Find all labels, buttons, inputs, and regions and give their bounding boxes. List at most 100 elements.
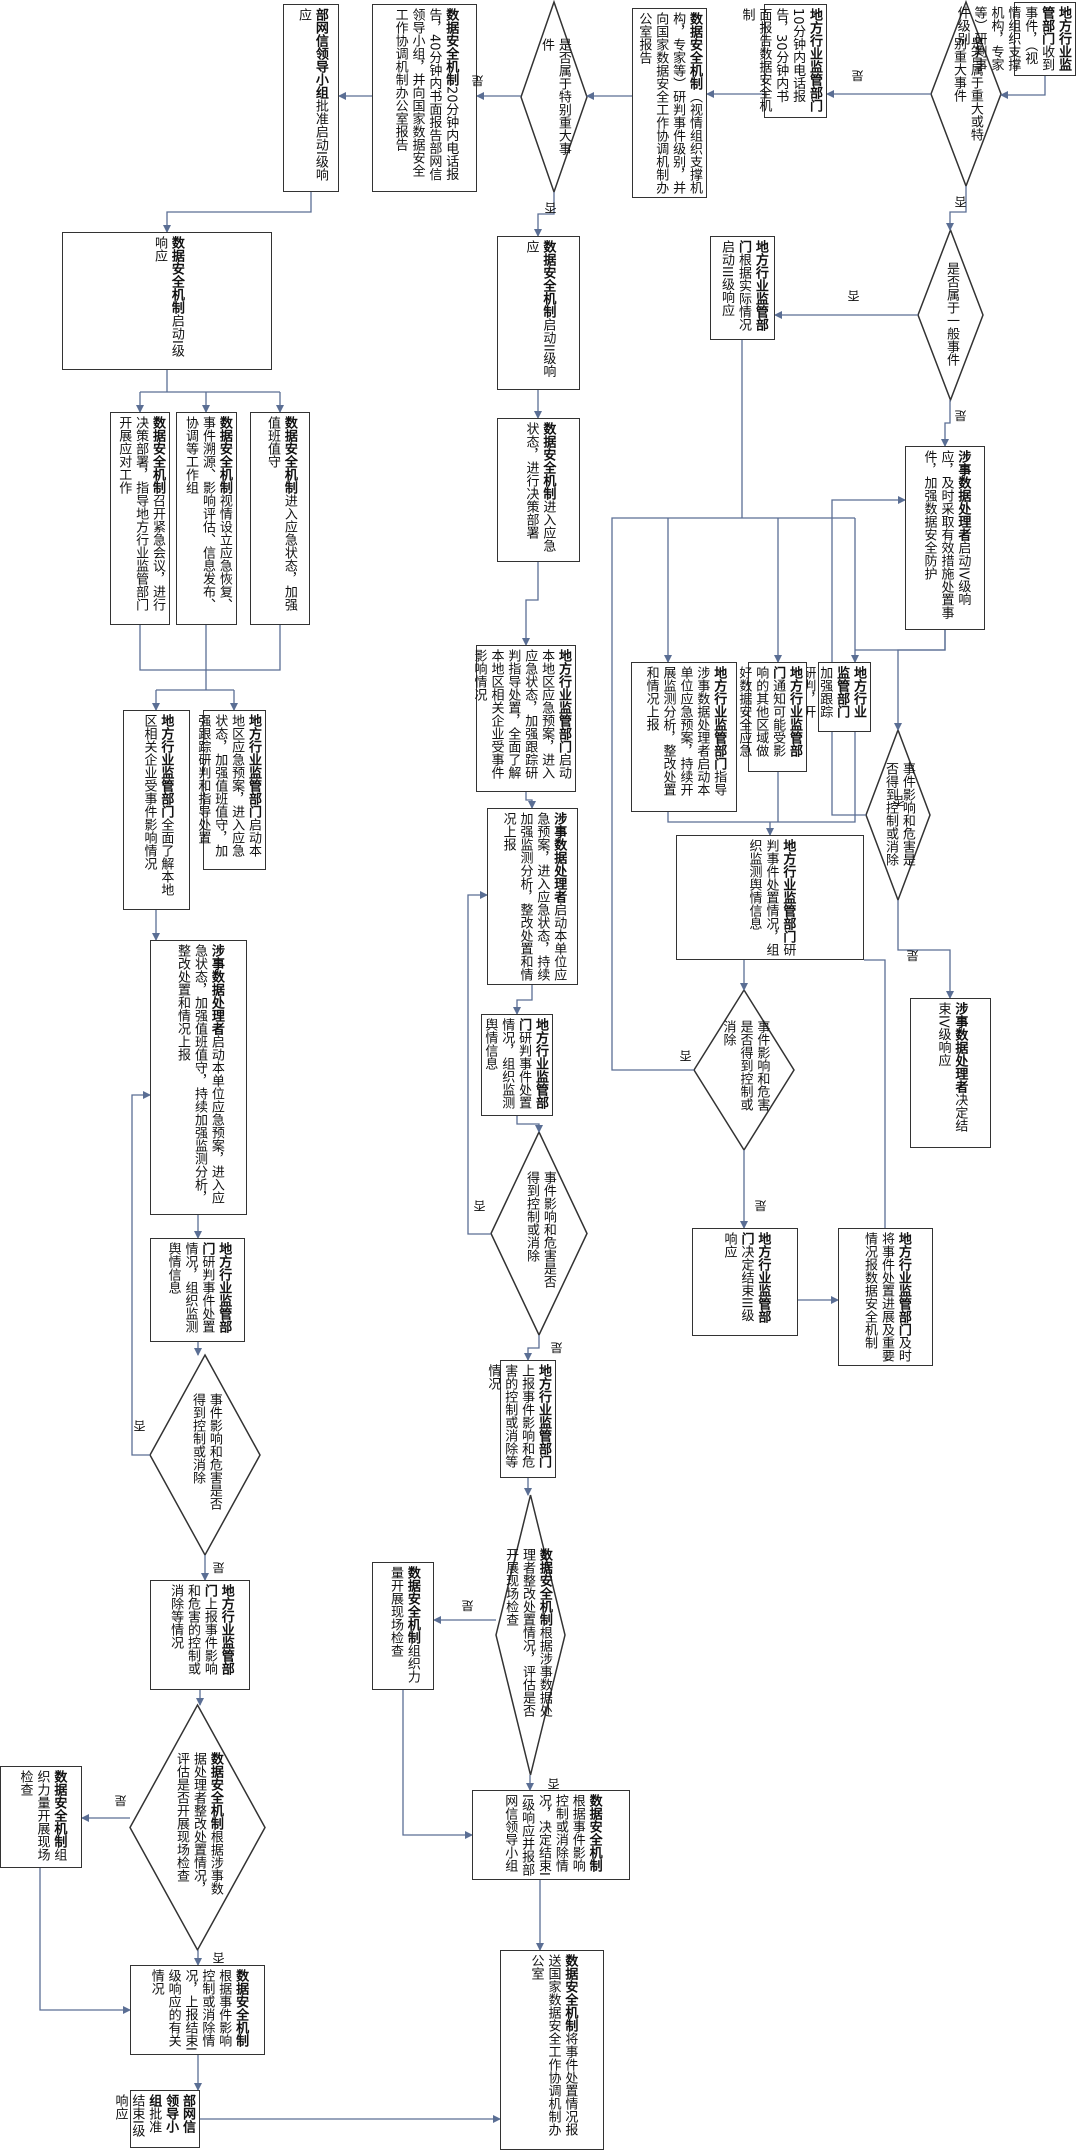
node-action-n30: 决定结束IV级响应 — [935, 1002, 968, 1132]
edge-label-yes: 是 — [461, 1600, 475, 1612]
node-label-n10: 地方行业监管部门研判事件处置情况，组织监测舆情信息 — [164, 1242, 232, 1338]
node-actor-n6: 数据安全机制 — [168, 236, 184, 314]
edge-label-yes: 是 — [906, 950, 920, 962]
edge-n25-bus — [855, 630, 946, 651]
process-box-n10: 地方行业监管部门研判事件处置情况，组织监测舆情信息 — [150, 1238, 245, 1342]
node-actor-n12: 数据安全机制 — [51, 1770, 67, 1848]
node-label-n7a: 数据安全机制进入应急状态，加强值班值守 — [263, 416, 297, 621]
node-label-n3: 数据安全机制（视情组织支撑机构，专家等）研判事件级别，并向国家数据安全工作协调机… — [636, 12, 702, 194]
node-label-n14: 部网信领导小组批准结束I级响应 — [112, 2094, 195, 2144]
process-box-n12: 数据安全机制组织力量开展现场检查 — [0, 1766, 82, 1868]
process-box-n2: 地方行业监管部门10分钟内电话报告，30分钟内书面报告数据安全机制 — [739, 4, 827, 118]
process-box-n3: 数据安全机制（视情组织支撑机构，专家等）研判事件级别，并向国家数据安全工作协调机… — [632, 8, 707, 198]
edge-d5-loop — [467, 891, 491, 1235]
node-actor-n14: 部网信领导小组 — [146, 2094, 195, 2133]
process-box-n27: 地方行业监管部门研判事件处置情况，组织监测舆情信息 — [676, 835, 864, 960]
node-action-n3: （视情组织支撑机构，专家等）研判事件级别，并向国家数据安全工作协调机制办公室报告 — [636, 12, 702, 194]
node-actor-n9: 涉事数据处理者 — [208, 944, 224, 1035]
node-label-n26c: 地方行业监管部门指导涉事数据处理者启动本单位应急预案，持续开展监测分析，整改处置… — [642, 666, 727, 808]
process-box-n15: 数据安全机制启动II级响应 — [497, 236, 580, 390]
node-label-n15: 数据安全机制启动II级响应 — [522, 240, 556, 386]
process-box-n21: 数据安全机制组织力量开展现场检查 — [372, 1562, 434, 1690]
process-box-n23: 数据安全机制将事件处置情况报送国家数据安全工作协调机制办公室 — [500, 1950, 604, 2150]
node-label-n2: 地方行业监管部门10分钟内电话报告，30分钟内书面报告数据安全机制 — [739, 8, 822, 114]
process-box-n18: 涉事数据处理者启动本单位应急预案，进入应急状态，持续加强监测分析，整改处置和情况… — [487, 808, 578, 985]
edge-label-yes: 是 — [754, 1200, 768, 1212]
node-actor-n13: 数据安全机制 — [233, 1969, 249, 2047]
process-box-n24: 地方行业监管部门根据实际情况启动III级响应 — [710, 236, 775, 340]
node-actor-n23: 数据安全机制 — [562, 1954, 578, 2032]
node-action-n18: 启动本单位应急预案，进入应急状态，持续加强监测分析，整改处置和情况上报 — [500, 812, 567, 981]
edge-label-no: 否 — [133, 1420, 147, 1432]
node-actor-n28: 地方行业监管部门 — [738, 1232, 771, 1323]
edge-label-no: 否 — [544, 202, 558, 214]
decision-diamond-d6 — [495, 1494, 566, 1776]
node-actor-n18: 涉事数据处理者 — [551, 812, 567, 903]
node-actor-n1: 地方行业监管部门 — [1039, 6, 1071, 71]
node-action-n7b: 视情设立应急恢复、事件溯源、影响评估、信息发布、协调等工作组 — [183, 416, 232, 611]
node-action-n28: 决定结束III级响应 — [721, 1232, 754, 1322]
process-box-n14: 部网信领导小组批准结束I级响应 — [112, 2090, 200, 2148]
edge-n26-join — [667, 732, 856, 823]
node-action-n19: 研判事件处置情况，组织监测舆情信息 — [482, 1018, 532, 1109]
node-label-n13: 数据安全机制根据事件影响控制或消除情况，上报结束I级响应的有关情况 — [147, 1969, 248, 2051]
node-action-n4: 20分钟内电话报告，40分钟内书面报告部网信领导小组，并向国家数据安全工作协调机… — [392, 8, 459, 181]
process-box-n9: 涉事数据处理者启动本单位应急预案，进入应急状态，加强值班值守，持续加强监测分析，… — [150, 940, 247, 1215]
process-box-n7b: 数据安全机制视情设立应急恢复、事件溯源、影响评估、信息发布、协调等工作组 — [176, 412, 237, 625]
node-action-n22: 根据事件影响控制或消除情况，决定结束II级响应并报部网信领导小组 — [502, 1794, 585, 1876]
node-label-n12: 数据安全机制组织力量开展现场检查 — [16, 1770, 67, 1864]
node-actor-n21: 数据安全机制 — [404, 1566, 420, 1644]
edge-n12-n13 — [39, 1868, 131, 2014]
node-label-n4: 数据安全机制20分钟内电话报告，40分钟内书面报告部网信领导小组，并向国家数据安… — [391, 8, 459, 188]
node-label-n8a: 地方行业监管部门启动本地区应急预案，进入应急状态，加强值班值守，加强跟踪研判和指… — [195, 714, 261, 866]
edge-label-no: 否 — [847, 290, 861, 302]
node-action-n1: 收到事件，（视情组织支撑机构，专家等）研判事件级别 — [954, 6, 1055, 71]
node-label-n22: 数据安全机制根据事件影响控制或消除情况，决定结束II级响应并报部网信领导小组 — [500, 1794, 601, 1876]
node-actor-n5: 部网信领导小组 — [312, 8, 328, 99]
node-actor-n27: 地方行业监管部门 — [780, 839, 796, 943]
node-action-n16: 进入应急状态，进行决策部署 — [523, 422, 556, 552]
node-label-n7b: 数据安全机制视情设立应急恢复、事件溯源、影响评估、信息发布、协调等工作组 — [181, 416, 232, 621]
node-label-n17: 地方行业监管部门启动本地区应急预案，进入应急状态，加强跟踪研判指导处置，全面了解… — [472, 649, 571, 788]
node-label-n24: 地方行业监管部门根据实际情况启动III级响应 — [717, 240, 768, 336]
process-box-n26c: 地方行业监管部门指导涉事数据处理者启动本单位应急预案，持续开展监测分析，整改处置… — [631, 662, 737, 812]
node-actor-n24: 地方行业监管部门 — [735, 240, 768, 331]
edge-label-no: 否 — [954, 196, 968, 208]
node-actor-n8a: 地方行业监管部门 — [246, 714, 261, 818]
edge-n18-n19 — [513, 985, 533, 1015]
node-action-n21: 组织力量开展现场检查 — [388, 1566, 420, 1683]
process-box-n11: 地方行业监管部门上报事件影响和危害的控制或消除等情况 — [150, 1580, 250, 1690]
node-label-n30: 涉事数据处理者决定结束IV级响应 — [934, 1002, 968, 1144]
node-label-n29: 地方行业监管部门及时将事件处置进展及重要情况报数据安全机制 — [860, 1232, 911, 1362]
node-label-n21: 数据安全机制组织力量开展现场检查 — [386, 1566, 420, 1686]
edge-label-no: 否 — [212, 1952, 226, 1964]
process-box-n16: 数据安全机制进入应急状态，进行决策部署 — [497, 418, 580, 562]
node-label-n25: 涉事数据处理者启动IV级响应，及时采取有效措施处置事件，加强数据安全防护 — [920, 450, 971, 626]
node-action-n25: 启动IV级响应，及时采取有效措施处置事件，加强数据安全防护 — [921, 450, 971, 619]
decision-diamond-d3 — [149, 1353, 261, 1557]
node-label-n1: 地方行业监管部门收到事件，（视情组织支撑机构，专家等）研判事件级别 — [955, 6, 1071, 72]
edge-label-no: 否 — [547, 1778, 561, 1790]
edge-label-yes: 是 — [550, 1342, 564, 1354]
edge-label-no: 否 — [679, 1050, 693, 1062]
process-box-n26b: 地方行业监管部门通知可能受影响的其他区域做好数据安全应急处置工作 — [719, 662, 807, 772]
node-label-n20: 地方行业监管部门上报事件影响和危害的控制或消除等情况 — [485, 1364, 551, 1474]
node-action-n7c: 召开紧急会议，进行决策部署，指导地方行业监管部门开展应对工作 — [116, 416, 165, 611]
node-label-n6: 数据安全机制启动I级响应 — [150, 236, 184, 366]
node-actor-n19: 地方行业监管部门 — [516, 1018, 548, 1109]
node-action-n8a: 启动本地区应急预案，进入应急状态，加强值班值守，加强跟踪研判和指导处置 — [195, 714, 261, 857]
node-action-n2: 10分钟内电话报告，30分钟内书面报告数据安全机制 — [739, 8, 806, 112]
edge-label-yes: 是 — [212, 1562, 226, 1574]
node-actor-n10: 地方行业监管部门 — [199, 1242, 232, 1333]
node-label-n26a: 地方行业监管部门加强跟踪研判，开展事件处置 — [767, 666, 866, 728]
node-action-n26c: 指导涉事数据处理者启动本单位应急预案，持续开展监测分析，整改处置和情况上报 — [643, 666, 727, 796]
node-action-n29: 及时将事件处置进展及重要情况报数据安全机制 — [862, 1232, 911, 1362]
process-box-n28: 地方行业监管部门决定结束III级响应 — [692, 1228, 798, 1336]
process-box-n26a: 地方行业监管部门加强跟踪研判，开展事件处置 — [767, 662, 871, 732]
edge-label-no: 否 — [473, 1200, 487, 1212]
edge-d9-n30 — [897, 900, 954, 999]
node-action-n27: 研判事件处置情况，组织监测舆情信息 — [746, 839, 796, 956]
edge-d5-n20 — [524, 1335, 540, 1361]
node-label-n5: 部网信领导小组批准启动I级响应 — [294, 8, 328, 188]
process-box-n30: 涉事数据处理者决定结束IV级响应 — [910, 998, 991, 1148]
